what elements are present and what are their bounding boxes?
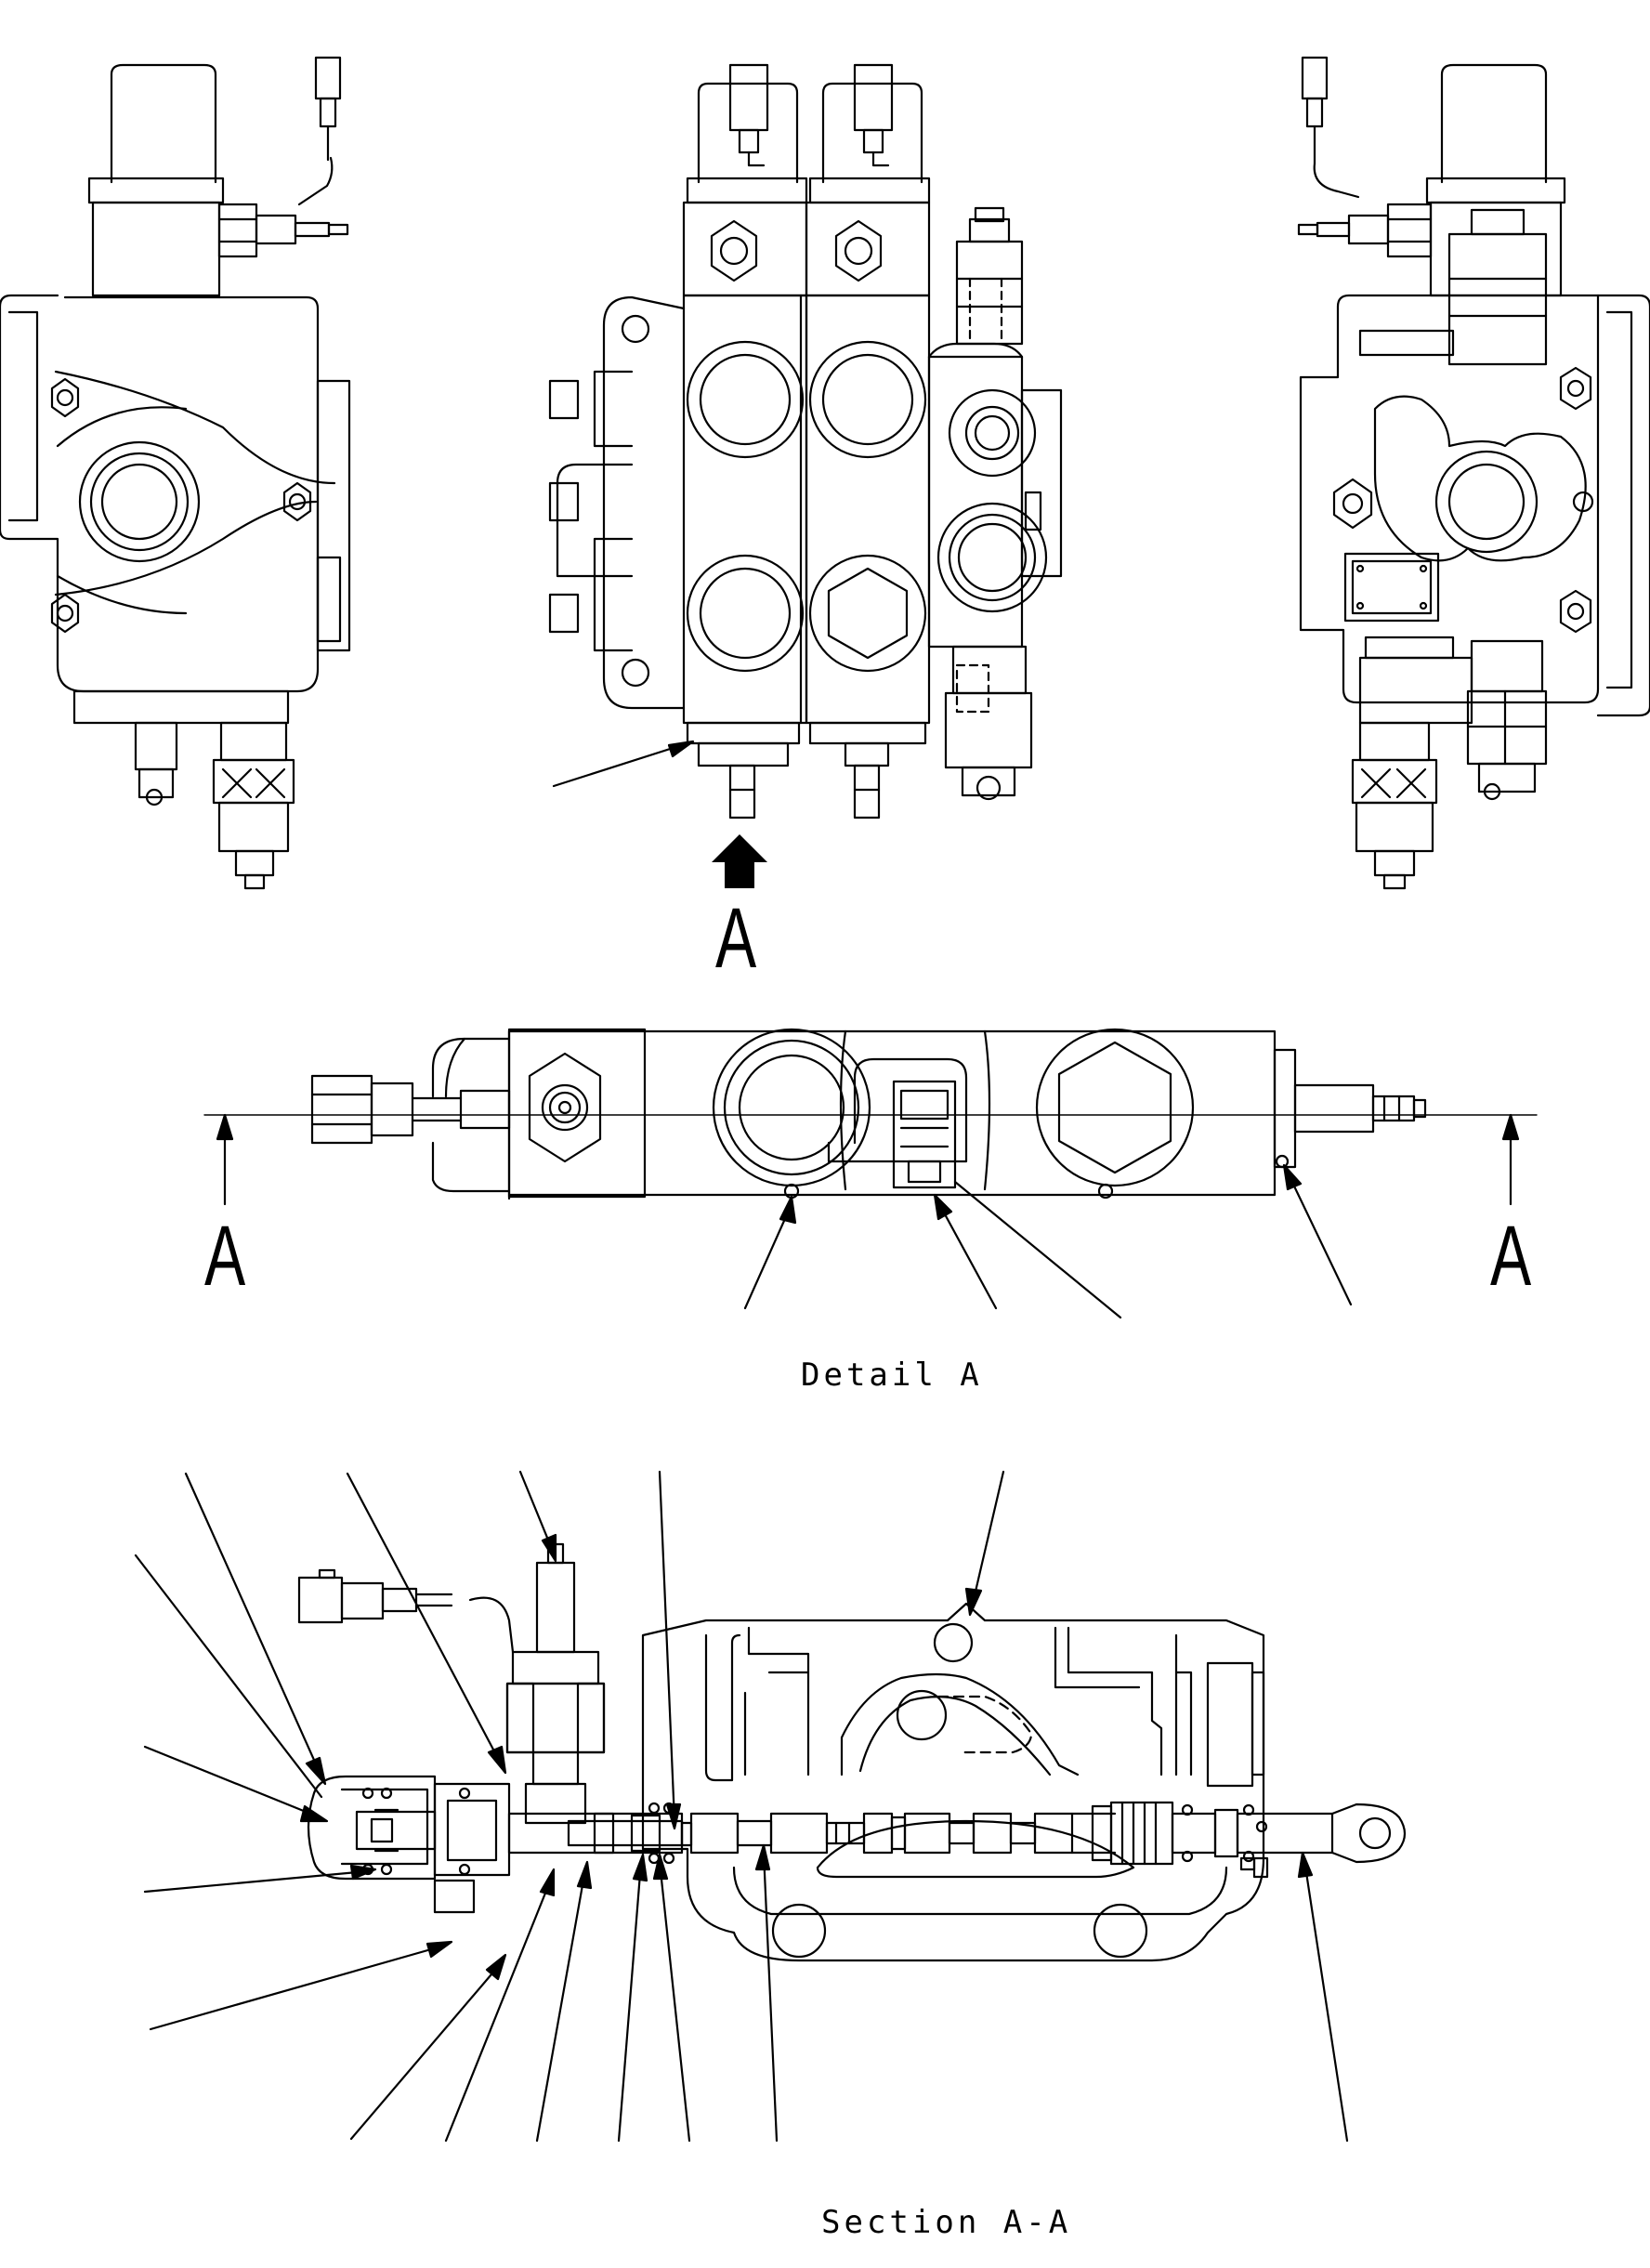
right-side-view [1299, 58, 1650, 888]
right-view-bottom-fittings [1353, 641, 1546, 888]
front-view-solenoid-heads [684, 178, 929, 295]
front-view-connectors [699, 65, 922, 182]
right-view-solenoid [1299, 65, 1565, 295]
section-mark-left: A [204, 1209, 246, 1304]
detail-a-view [204, 1029, 1537, 1318]
detail-a-caption: Detail A [801, 1357, 983, 1394]
left-view-body [0, 295, 349, 723]
left-view-bottom-fittings [136, 723, 294, 888]
view-arrow-label: A [715, 891, 757, 986]
section-mark-right: A [1490, 1209, 1532, 1304]
front-view-relief-section [929, 208, 1061, 799]
left-view-connector [299, 58, 340, 204]
section-a-a-view [136, 1472, 1405, 2141]
view-direction-arrow [712, 834, 767, 888]
front-view-left-flange [550, 297, 684, 708]
front-view-valve-sections [684, 295, 929, 723]
left-side-view [0, 58, 349, 888]
center-front-view [550, 65, 1061, 888]
right-view-connector [1303, 58, 1358, 197]
right-view-body [1301, 210, 1650, 723]
front-view-spool-ends [688, 723, 925, 818]
section-a-a-caption: Section A-A [821, 2204, 1072, 2241]
left-view-solenoid [89, 65, 347, 295]
